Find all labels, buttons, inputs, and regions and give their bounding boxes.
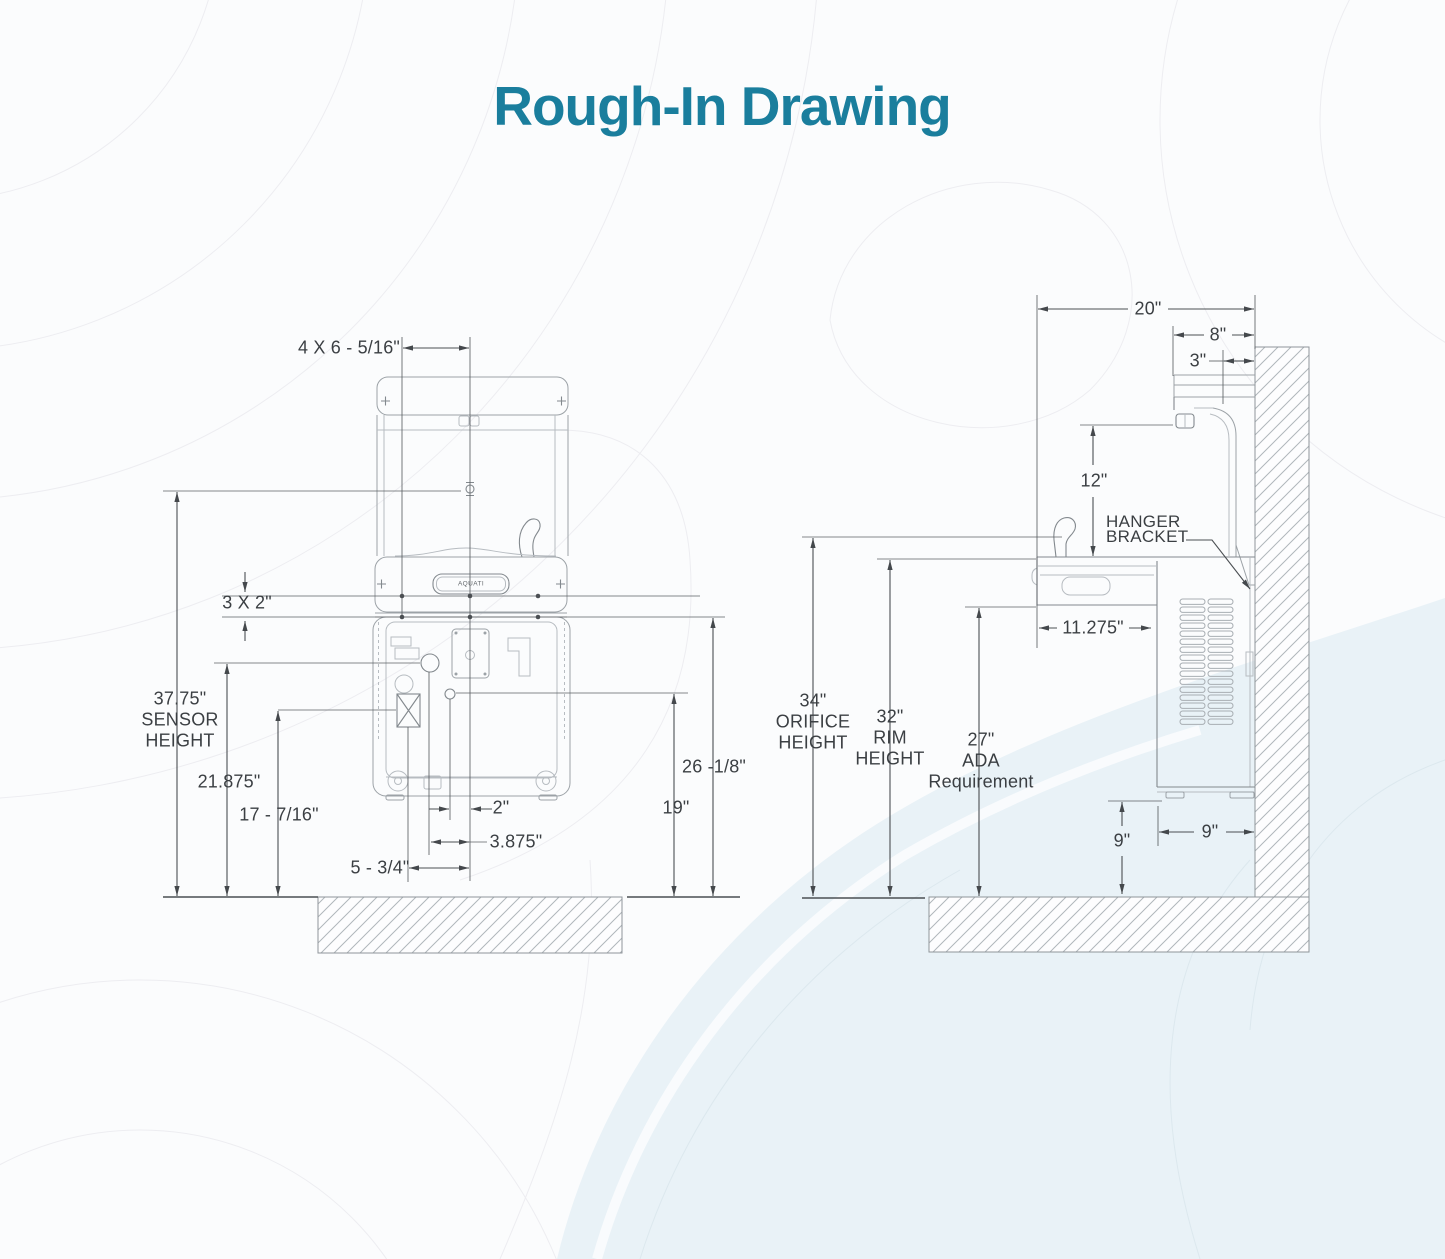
dim-label-20: 20": [1134, 298, 1162, 319]
label-hanger-bracket: HANGER BRACKET: [1106, 512, 1189, 546]
dim-label-sensor-height: 37.75" SENSOR HEIGHT: [141, 688, 219, 751]
dimension-lines-side: [802, 295, 1256, 899]
front-view-drawing: [372, 376, 571, 801]
dim-label-orifice-height: 34" ORIFICE HEIGHT: [775, 690, 851, 753]
side-view-drawing: [1031, 374, 1255, 799]
dim-label-19: 19": [662, 797, 690, 818]
dim-label-3-875: 3.875": [489, 831, 543, 852]
dim-label-2: 2": [492, 797, 510, 818]
dim-label-5-3-4: 5 - 3/4": [350, 857, 410, 878]
wall-section: [1254, 346, 1310, 953]
dim-label-21-875: 21.875": [197, 771, 261, 792]
dim-label-ada-requirement: 27" ADA Requirement: [928, 729, 1034, 792]
floor-section-front: [317, 896, 623, 954]
dim-label-9-horizontal: 9": [1201, 821, 1219, 842]
dim-label-slots: 3 X 2": [222, 592, 272, 613]
floor-section-side: [928, 896, 1310, 953]
brand-badge: AQUATI: [457, 580, 485, 588]
dimension-lines-front: [163, 337, 740, 898]
dim-label-12: 12": [1080, 470, 1108, 491]
dim-label-9-vertical: 9": [1113, 830, 1131, 851]
dim-label-26-1-8: 26 -1/8": [681, 756, 747, 777]
dim-label-bolt-holes: 4 X 6 - 5/16": [297, 337, 401, 358]
dim-label-8: 8": [1209, 324, 1227, 345]
dim-label-17-7-16: 17 - 7/16": [239, 804, 319, 825]
page-title: Rough-In Drawing: [493, 75, 952, 137]
dim-label-11-275: 11.275": [1062, 617, 1124, 638]
dim-label-rim-height: 32" RIM HEIGHT: [855, 706, 925, 769]
dim-label-3: 3": [1189, 350, 1207, 371]
